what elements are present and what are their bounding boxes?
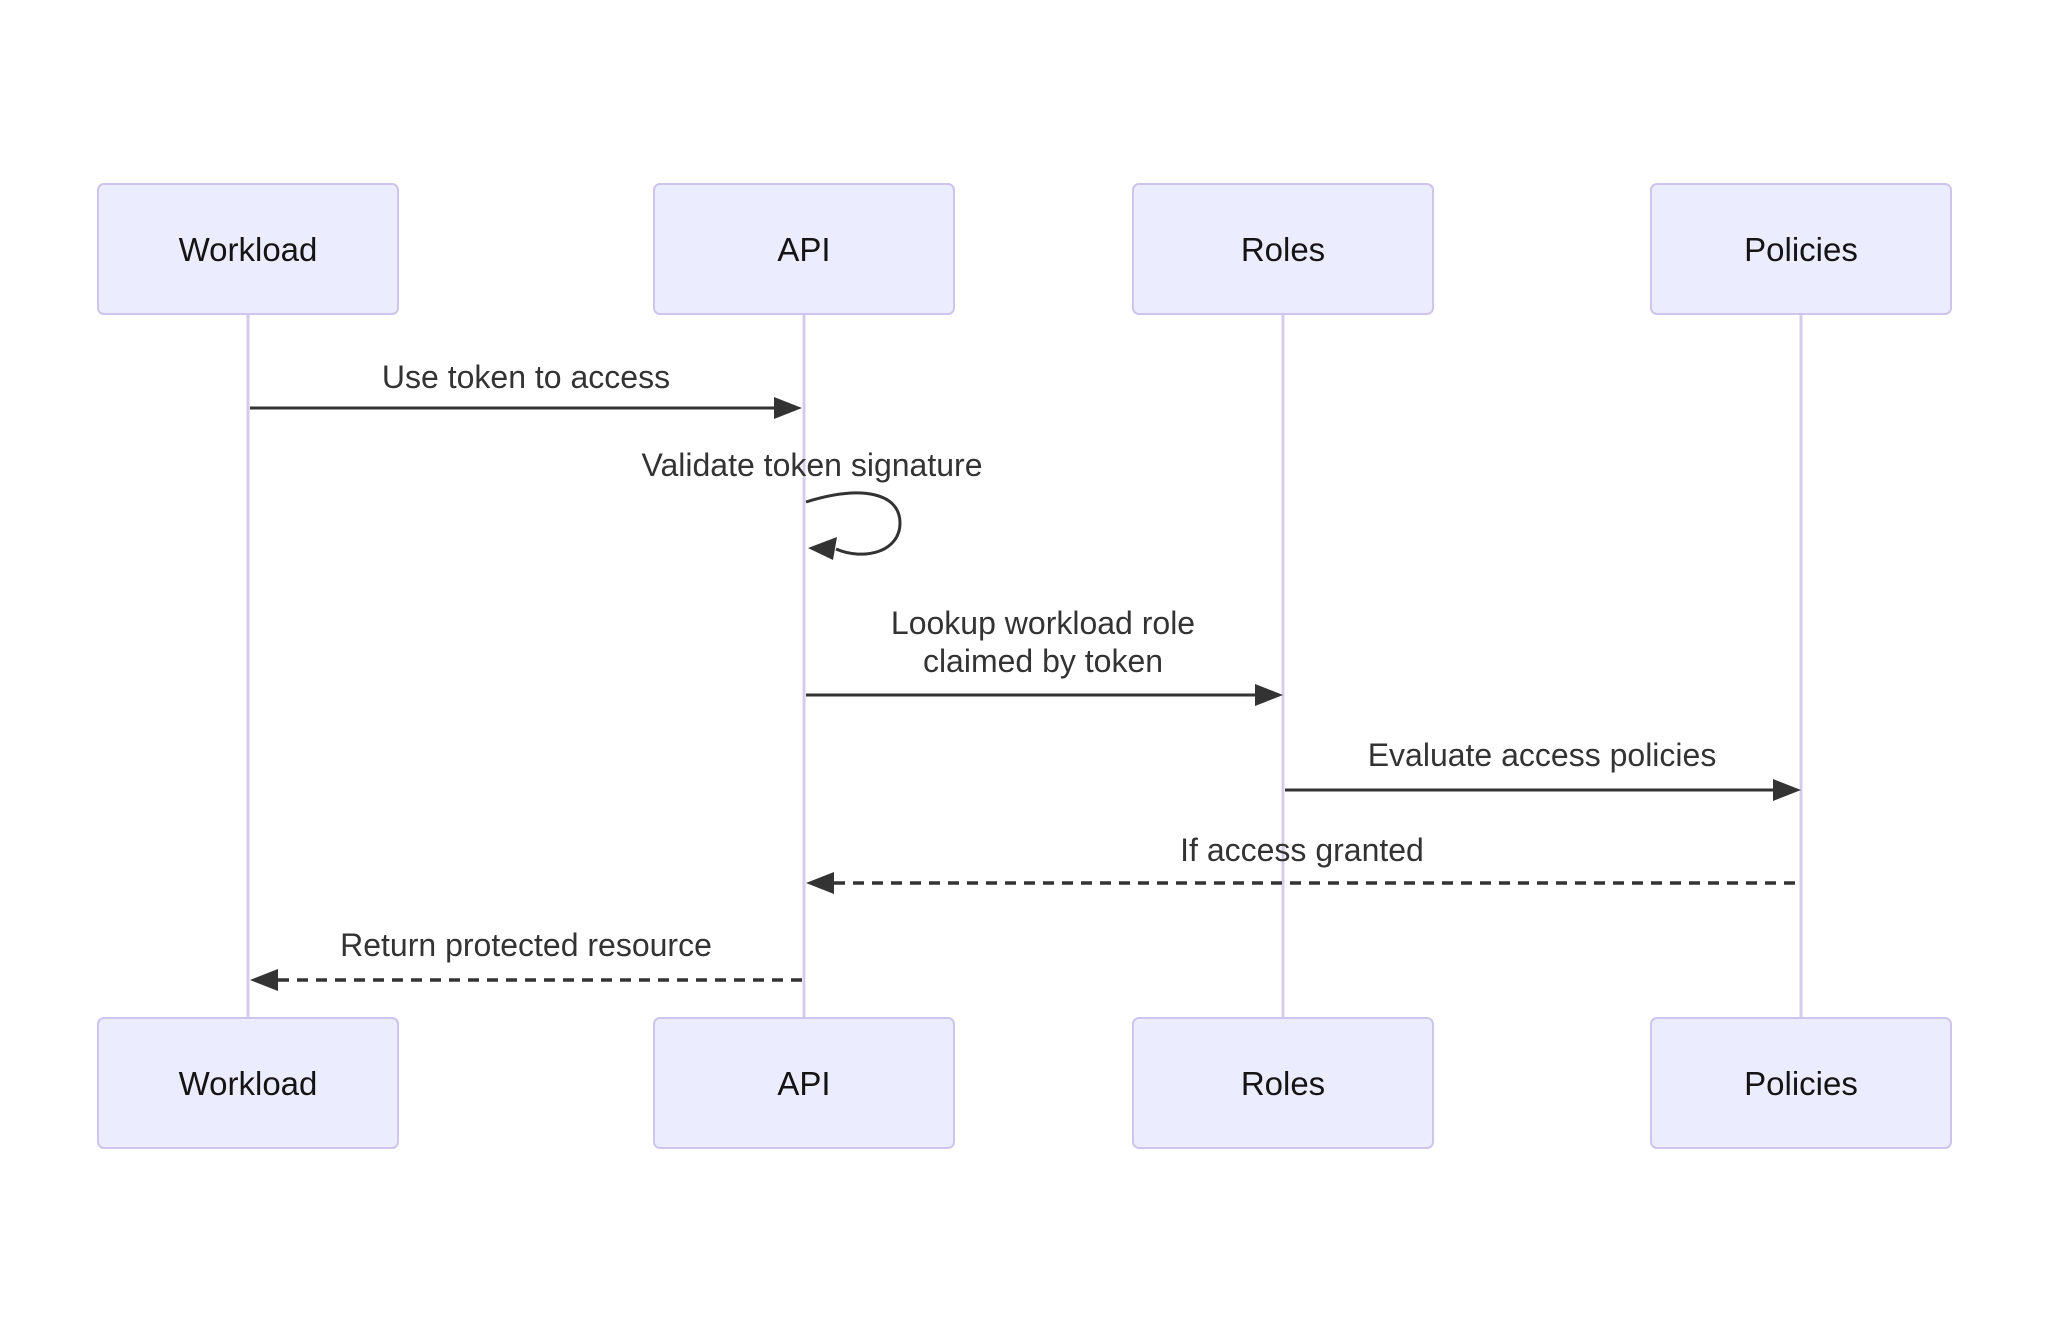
actor-workload-top-label: Workload — [179, 231, 318, 268]
actor-policies-top-box — [1650, 183, 1952, 315]
actor-api-top-label: API — [777, 231, 830, 268]
self-loop-curve — [805, 491, 902, 556]
actor-roles-top-box — [1132, 183, 1434, 315]
actor-roles-bottom: Roles — [1132, 1017, 1434, 1149]
arrowhead-right-icon — [1773, 779, 1801, 801]
actor-roles-bottom-label: Roles — [1241, 1065, 1325, 1102]
arrowhead-left-icon — [806, 872, 834, 894]
actor-roles-top: Roles — [1132, 183, 1434, 315]
message-lookup-workload-role-label-line1: Lookup workload role — [891, 605, 1195, 641]
actor-workload-top: Workload — [97, 183, 399, 315]
actor-policies-bottom: Policies — [1650, 1017, 1952, 1149]
actor-policies-bottom-label: Policies — [1744, 1065, 1858, 1102]
arrowhead-right-icon — [1255, 684, 1283, 706]
actor-workload-bottom: Workload — [97, 1017, 399, 1149]
message-lookup-workload-role-label-line2: claimed by token — [923, 643, 1163, 679]
actor-api-top-box — [653, 183, 955, 315]
actor-api-bottom-label: API — [777, 1065, 830, 1102]
actor-policies-bottom-box — [1650, 1017, 1952, 1149]
actor-roles-bottom-box — [1132, 1017, 1434, 1149]
message-validate-token-signature-label: Validate token signature — [642, 447, 983, 483]
message-evaluate-access-policies: Evaluate access policies — [1285, 737, 1801, 801]
message-lookup-workload-role: Lookup workload role claimed by token — [806, 605, 1283, 706]
actor-roles-top-label: Roles — [1241, 231, 1325, 268]
actor-api-bottom: API — [653, 1017, 955, 1149]
message-validate-token-signature: Validate token signature — [642, 447, 983, 560]
message-use-token-to-access-label: Use token to access — [382, 359, 670, 395]
actor-workload-bottom-label: Workload — [179, 1065, 318, 1102]
actor-workload-top-box — [97, 183, 399, 315]
message-return-protected-resource-label: Return protected resource — [340, 927, 712, 963]
arrowhead-left-icon — [808, 537, 837, 560]
message-if-access-granted-label: If access granted — [1180, 832, 1424, 868]
arrowhead-left-icon — [250, 969, 278, 991]
actor-policies-top: Policies — [1650, 183, 1952, 315]
message-evaluate-access-policies-label: Evaluate access policies — [1368, 737, 1717, 773]
actor-api-top: API — [653, 183, 955, 315]
message-if-access-granted: If access granted — [806, 832, 1801, 894]
message-return-protected-resource: Return protected resource — [250, 927, 804, 991]
actor-api-bottom-box — [653, 1017, 955, 1149]
message-use-token-to-access: Use token to access — [250, 359, 802, 419]
actor-policies-top-label: Policies — [1744, 231, 1858, 268]
actor-workload-bottom-box — [97, 1017, 399, 1149]
arrowhead-right-icon — [774, 397, 802, 419]
